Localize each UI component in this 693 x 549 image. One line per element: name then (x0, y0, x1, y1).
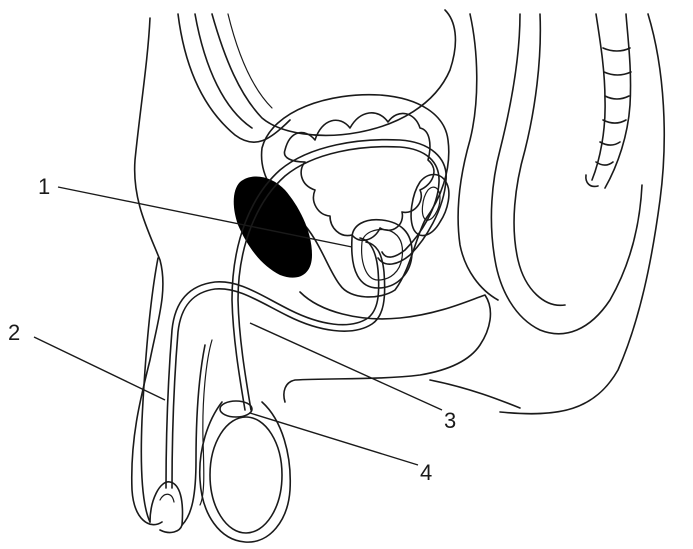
testis (210, 417, 282, 533)
label-4: 4 (420, 460, 432, 485)
leader-line-4 (250, 413, 418, 465)
leader-line-3 (250, 323, 442, 410)
label-3: 3 (444, 408, 456, 433)
spine-outline-left (592, 14, 605, 180)
pubic-bone-dashed (234, 176, 312, 277)
vertebra-1 (603, 48, 630, 51)
scrotum (200, 402, 291, 542)
pelvic-wall-outer (178, 14, 290, 142)
leader-line-1 (58, 187, 352, 247)
spine-outline-right (605, 14, 631, 188)
buttock-line (430, 380, 520, 408)
label-2: 2 (8, 320, 20, 345)
vertebra-3 (605, 96, 629, 99)
abdomen-front-outline (132, 18, 163, 525)
pelvic-cavity-right (458, 14, 498, 300)
peritoneum-arc-2 (228, 14, 272, 108)
glans-tip (160, 494, 174, 502)
epididymis (220, 401, 252, 417)
rectum-wall (491, 14, 642, 334)
rectum-inner (514, 14, 565, 305)
penis-lower-outline (182, 345, 205, 525)
vertebra-4 (603, 120, 626, 123)
label-1: 1 (38, 174, 50, 199)
urethra-outer (166, 238, 379, 488)
vertebra-2 (604, 72, 631, 75)
vertebra-5 (600, 142, 620, 145)
pelvic-wall-inner (195, 14, 252, 128)
